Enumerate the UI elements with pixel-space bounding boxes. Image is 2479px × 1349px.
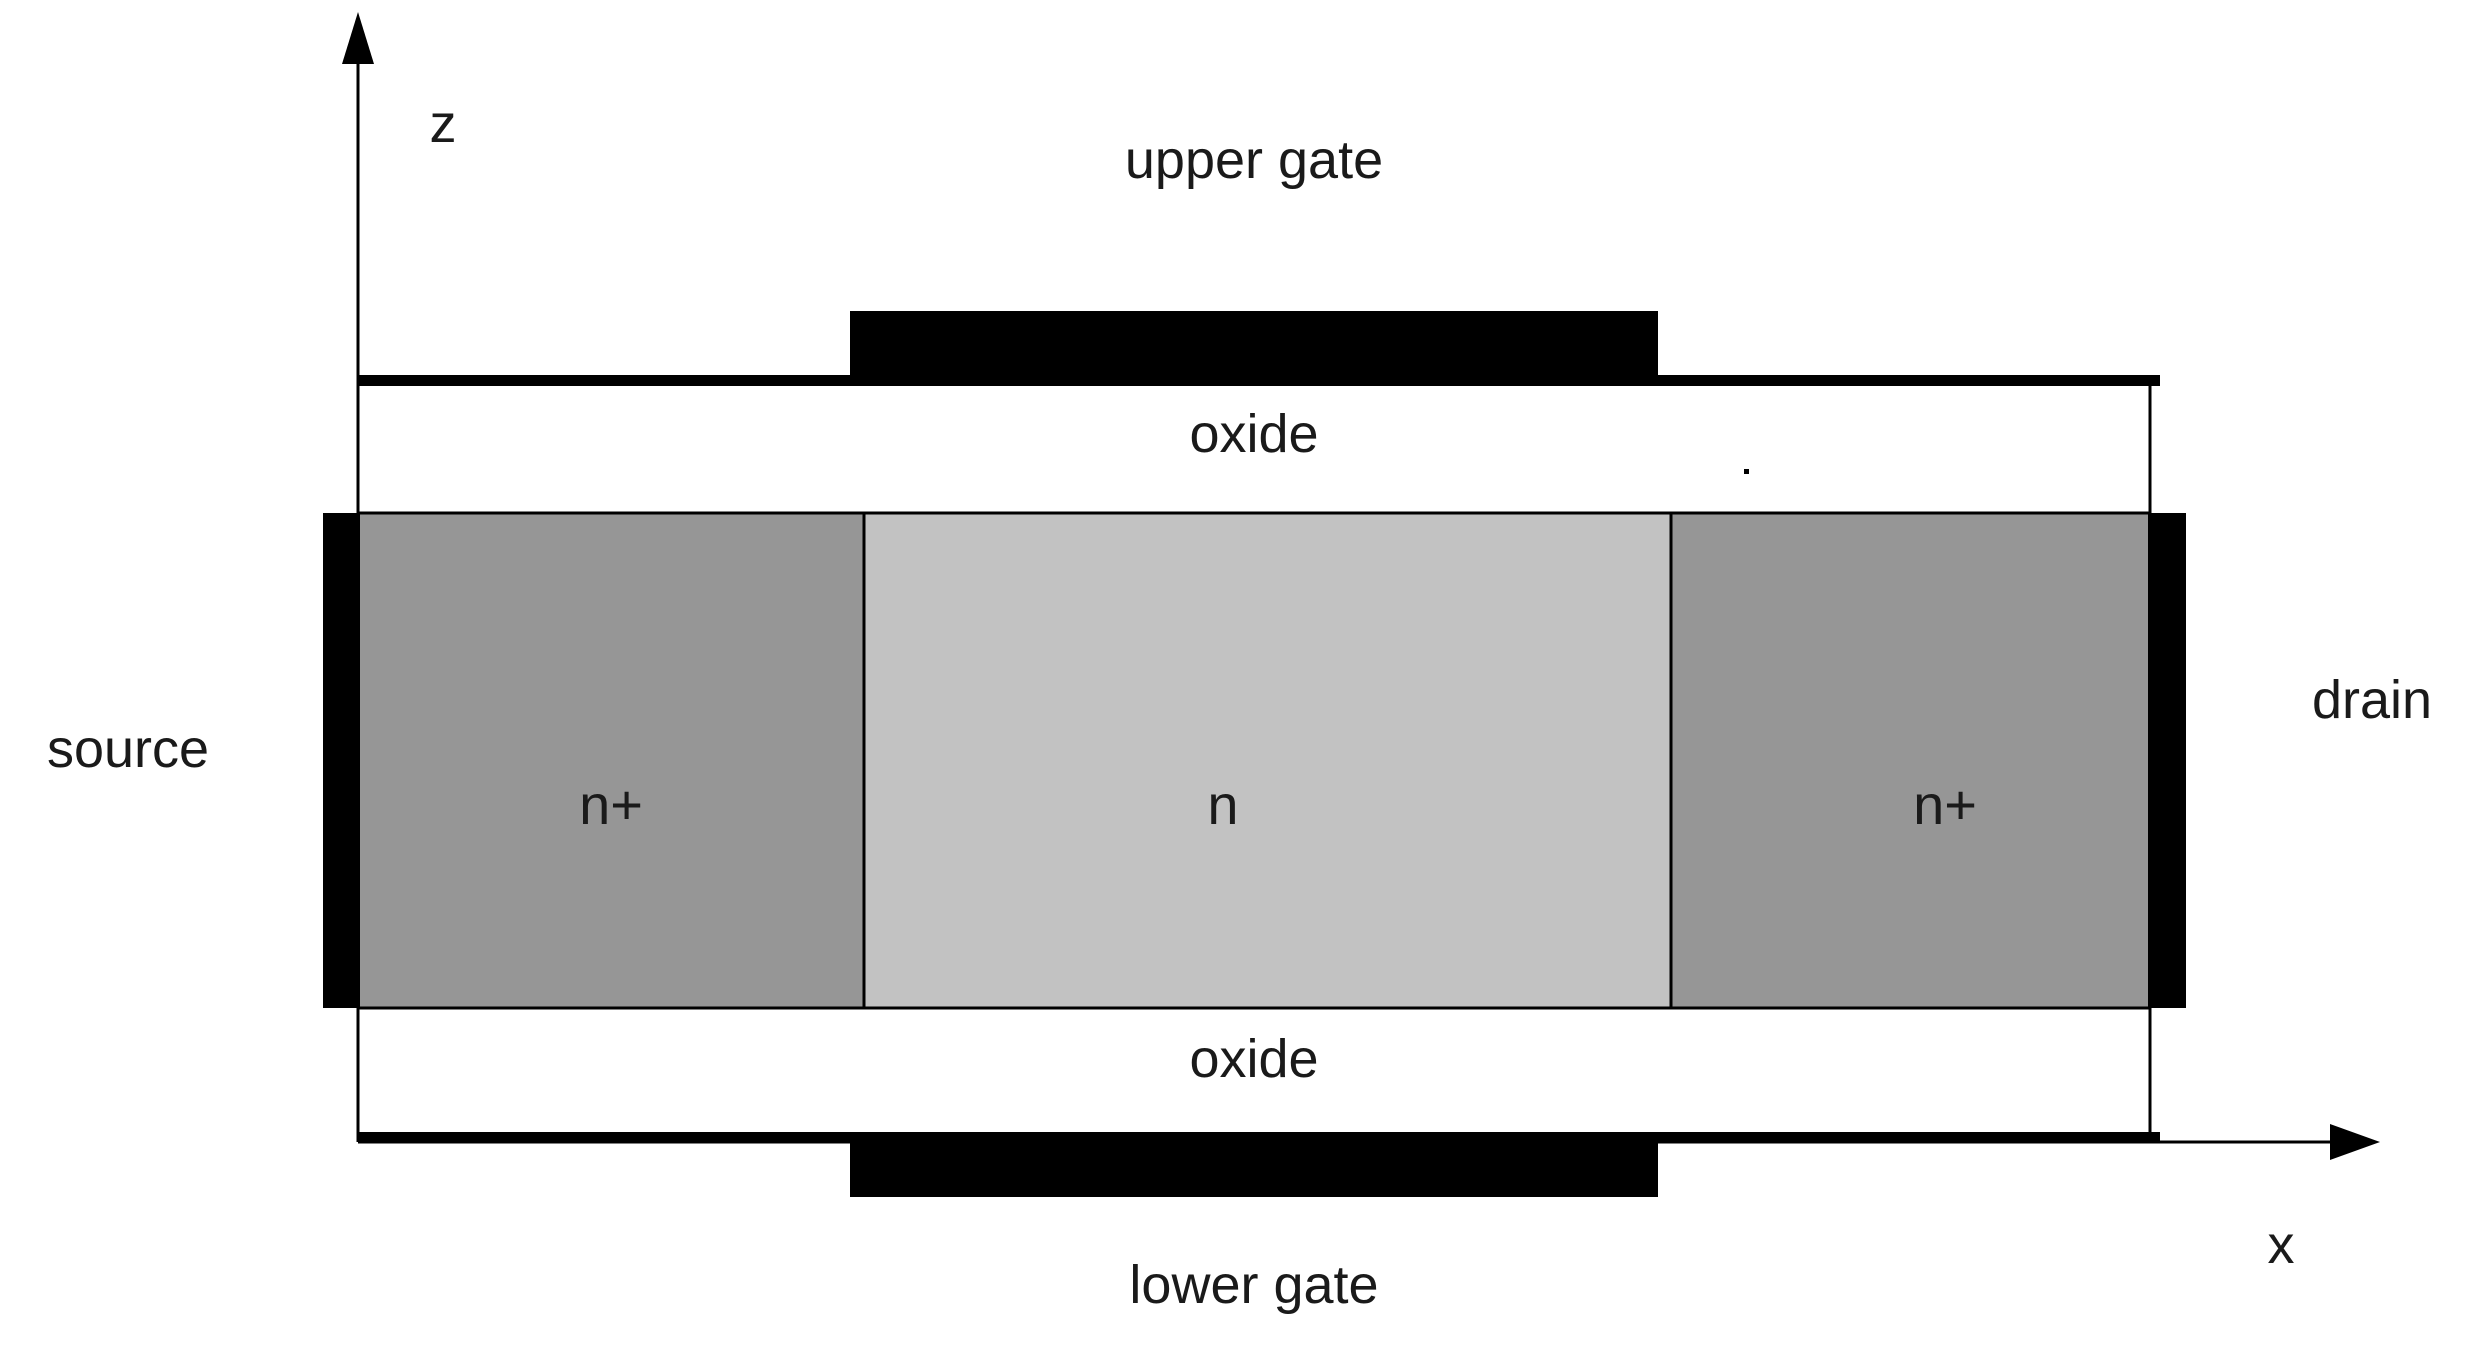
drain-label: drain <box>2311 670 2433 730</box>
drain-region-label: n+ <box>1913 773 1977 836</box>
upper-oxide-label: oxide <box>1189 404 1319 464</box>
source-label: source <box>46 719 210 779</box>
drain-contact[interactable] <box>2148 513 2186 1008</box>
z-axis-label: z <box>429 94 457 154</box>
source-contact[interactable] <box>323 513 360 1008</box>
upper-gate-label: upper gate <box>1124 130 1384 190</box>
lower-gate-label: lower gate <box>1129 1255 1379 1315</box>
lower-oxide-label: oxide <box>1189 1029 1319 1089</box>
source-region-label: n+ <box>579 773 643 836</box>
x-axis-label: x <box>2267 1215 2295 1275</box>
lower-gate-electrode[interactable] <box>850 1137 1658 1197</box>
source-region[interactable] <box>356 511 866 1010</box>
ink-speck <box>1744 469 1749 474</box>
channel-region-label: n <box>1207 773 1239 836</box>
upper-gate-electrode[interactable] <box>850 311 1658 381</box>
drain-region[interactable] <box>1669 511 2152 1010</box>
channel-region[interactable] <box>862 511 1673 1010</box>
